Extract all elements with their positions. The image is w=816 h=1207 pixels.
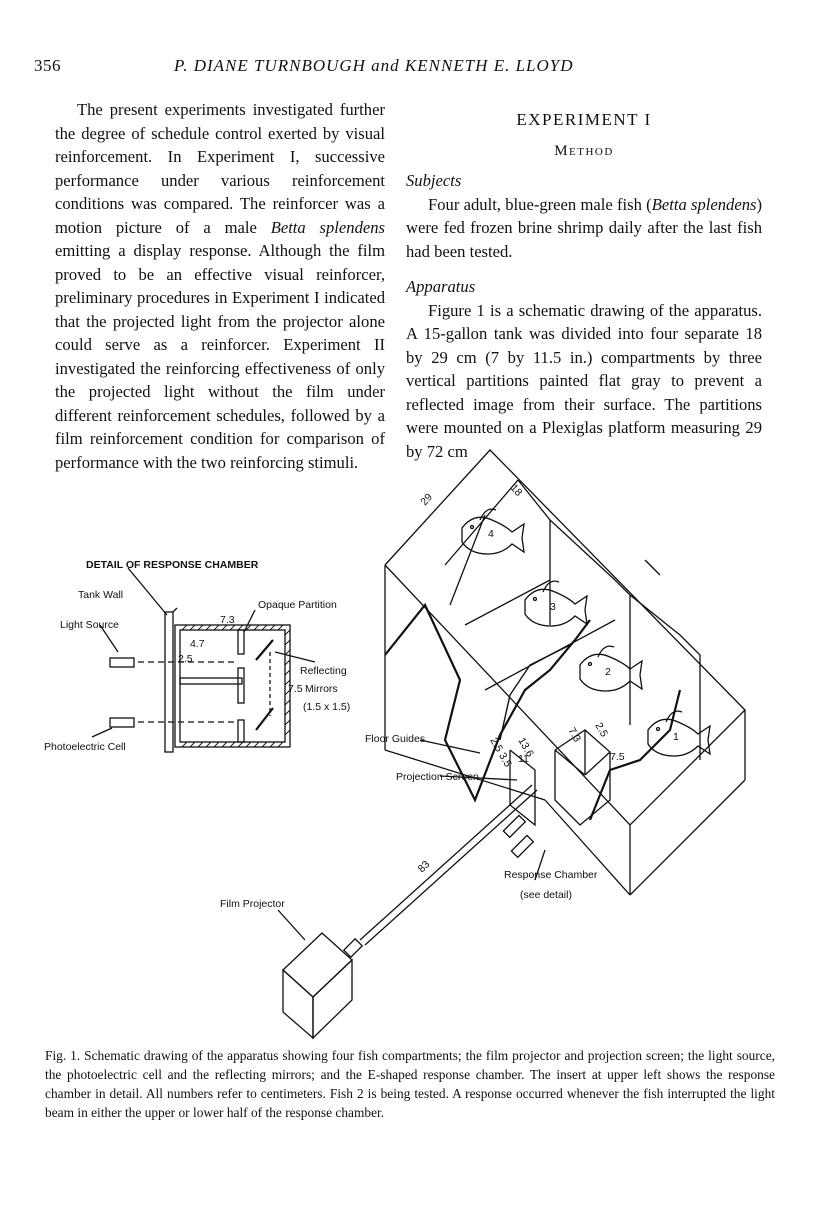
film-projector <box>282 932 364 1040</box>
label-see-detail: (see detail) <box>520 889 572 901</box>
section-subtitle: Method <box>554 142 614 159</box>
fish-number-2: 2 <box>605 666 611 678</box>
fish-4 <box>461 508 525 555</box>
intro-paragraph: The present experiments investigated fur… <box>55 100 385 472</box>
fish-tank <box>384 449 746 896</box>
apparatus-paragraph: Figure 1 is a schematic drawing of the a… <box>406 300 762 461</box>
label-photoelectric-cell: Photoelectric Cell <box>44 741 126 753</box>
figure-caption: Fig. 1. Schematic drawing of the apparat… <box>45 1048 775 1120</box>
label-mirror-size: (1.5 x 1.5) <box>303 701 350 713</box>
dim-4-7: 4.7 <box>190 638 205 650</box>
page-number: 356 <box>34 56 61 75</box>
fish-number-3: 3 <box>550 601 556 613</box>
left-column: The present experiments investigated fur… <box>55 98 385 474</box>
dim-2-5: 2.5 <box>178 653 193 665</box>
label-tank-wall: Tank Wall <box>78 589 123 601</box>
fish-1 <box>647 710 711 757</box>
figure-1: DETAIL OF RESPONSE CHAMBER Tank Wall Lig… <box>30 440 790 1040</box>
page-header: 356 P. DIANE TURNBOUGH and KENNETH E. LL… <box>34 56 784 80</box>
apparatus-schematic: DETAIL OF RESPONSE CHAMBER Tank Wall Lig… <box>44 449 746 1040</box>
dim-83: 83 <box>416 858 433 875</box>
right-column: EXPERIMENT I Method Subjects Four adult,… <box>406 108 762 463</box>
label-opaque-partition: Opaque Partition <box>258 599 337 611</box>
fish-number-1: 1 <box>673 731 679 743</box>
section-title: EXPERIMENT I <box>516 110 652 129</box>
fish-number-4: 4 <box>488 528 494 540</box>
subjects-paragraph: Four adult, blue-green male fish (Betta … <box>406 194 762 261</box>
detail-diagram <box>91 567 316 753</box>
label-film-projector: Film Projector <box>220 898 285 910</box>
dim-11: 11 <box>518 753 529 765</box>
dim-7-5-b: 7.5 <box>610 751 625 763</box>
label-projection-screen: Projection Screen <box>396 771 479 783</box>
dim-29: 29 <box>418 491 435 508</box>
sensor-cylinders <box>502 814 535 859</box>
label-reflecting: Reflecting <box>300 665 347 677</box>
fish-3 <box>524 580 588 627</box>
fish-2 <box>579 645 643 692</box>
label-floor-guides: Floor Guides <box>365 733 425 745</box>
subjects-heading: Subjects <box>406 171 462 190</box>
label-mirrors: Mirrors <box>305 683 338 695</box>
dim-7-3: 7.3 <box>220 614 235 626</box>
label-response-chamber: Response Chamber <box>504 869 598 881</box>
projector-beam <box>359 784 538 946</box>
apparatus-heading: Apparatus <box>406 277 476 296</box>
running-title: P. DIANE TURNBOUGH and KENNETH E. LLOYD <box>174 56 574 75</box>
detail-title: DETAIL OF RESPONSE CHAMBER <box>86 559 259 571</box>
response-chamber-3d <box>509 729 611 827</box>
dim-2-5-b: 2.5 <box>592 721 610 740</box>
dim-7-5: 7.5 <box>288 683 303 695</box>
label-light-source: Light Source <box>60 619 119 631</box>
